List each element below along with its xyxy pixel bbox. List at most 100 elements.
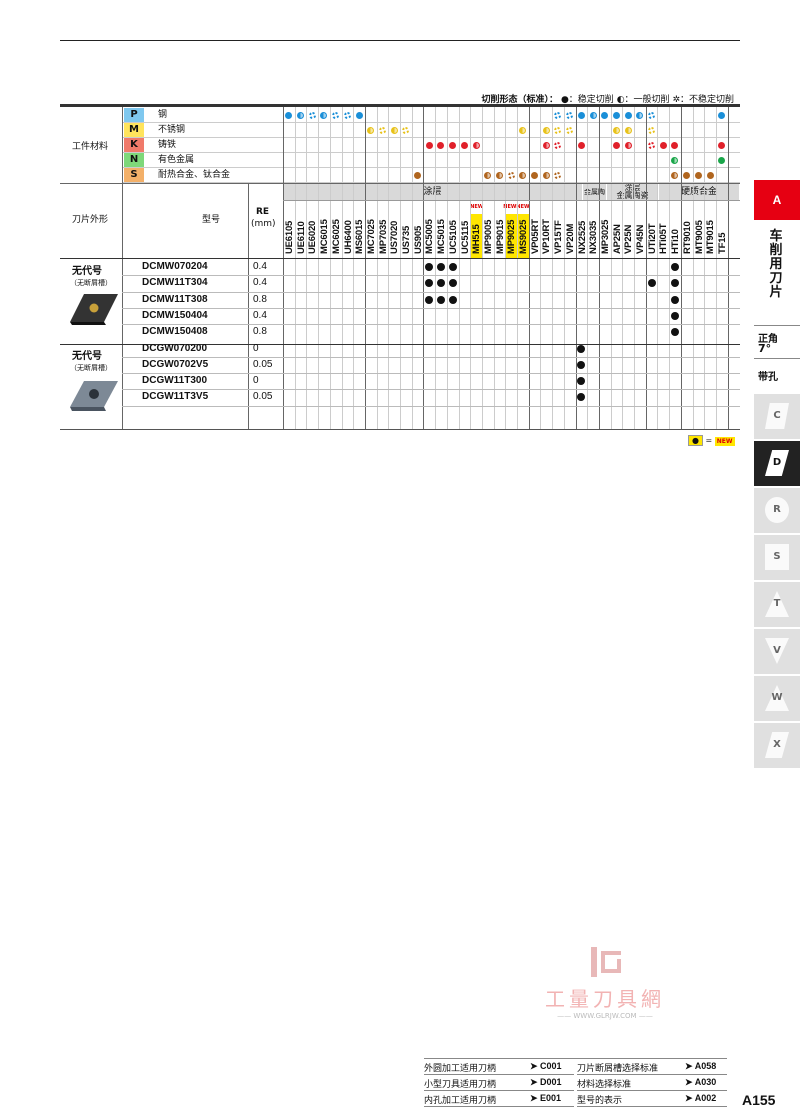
grade-mp9005: MP9005 xyxy=(483,210,494,310)
cutting-mark-m-vp25n xyxy=(624,127,632,134)
section-a-tab[interactable]: A xyxy=(754,180,800,220)
general-icon: ◐ xyxy=(616,95,625,105)
cutting-mark-k-uc5115 xyxy=(460,142,468,149)
shape-tab-c[interactable]: C xyxy=(754,393,800,439)
shape-tab-t[interactable]: T xyxy=(754,581,800,627)
cutting-mark-s-mp9025 xyxy=(507,172,515,179)
product-row-line xyxy=(122,275,740,277)
grade-label: US7020 xyxy=(389,220,401,254)
re-unit: (mm) xyxy=(251,219,276,229)
cutting-mark-s-ms9025 xyxy=(519,172,527,179)
cutting-mark-p-vp25n xyxy=(624,112,632,119)
shape-tab-s[interactable]: S xyxy=(754,534,800,580)
shape-tab-label: V xyxy=(773,645,781,656)
grade-label: NX3035 xyxy=(588,220,600,254)
model-dcgw0702v5: DCGW0702V5 xyxy=(142,358,209,370)
grade-label: HTi10 xyxy=(670,229,682,254)
grade-col-line xyxy=(283,107,284,429)
grade-col-line xyxy=(540,107,542,429)
grade-us7020: US7020 xyxy=(389,210,401,310)
stock-mark-dcmw070204-mc5015 xyxy=(436,263,445,271)
grade-col-line xyxy=(563,107,565,429)
sidebar-title: 车削用刀片 xyxy=(766,230,786,300)
shape-tab-label: R xyxy=(773,504,781,515)
grade-ue6105: UE6105 xyxy=(284,210,295,310)
grade-label: VP20M xyxy=(564,223,576,254)
ref-link-a058[interactable]: ➤ A058 xyxy=(685,1061,717,1071)
grade-label: MS9025 xyxy=(518,219,529,254)
stock-mark-dcmw150404-hti10 xyxy=(670,311,679,320)
grade-label: VP25N xyxy=(623,224,635,254)
cutting-mark-p-ap25n xyxy=(612,112,620,119)
grade-col-line xyxy=(318,107,320,429)
grade-col-line xyxy=(587,107,589,429)
material-name-n: 有色金属 xyxy=(158,155,195,165)
model-dcmw150404: DCMW150404 xyxy=(142,309,208,321)
shape-tab-d[interactable]: D xyxy=(754,440,800,486)
re-value: 0.4 xyxy=(253,277,267,289)
dcgw-insert-image xyxy=(70,381,118,411)
group-cermet-line2: 金属陶瓷 xyxy=(616,191,649,200)
material-code-n: N xyxy=(124,153,144,167)
cutting-legend: 切削形态（标准）： ●：稳定切削 ◐：一般切削 ✲：不稳定切削 xyxy=(482,92,734,105)
new-grade-highlight xyxy=(517,214,529,258)
grade-label: RT9010 xyxy=(681,221,693,254)
ref-link-c001[interactable]: ➤ C001 xyxy=(530,1061,562,1071)
grade-mp3025: MP3025 xyxy=(599,210,611,310)
grade-vp25n: VP25N xyxy=(623,210,635,310)
ref-link-a030[interactable]: ➤ A030 xyxy=(685,1077,717,1087)
grade-col-line xyxy=(329,107,331,429)
shape-tab-r[interactable]: R xyxy=(754,487,800,533)
stock-mark-dcgw070200-nx2525 xyxy=(577,344,586,353)
ref-link-a002[interactable]: ➤ A002 xyxy=(685,1093,717,1103)
material-row-line xyxy=(122,152,740,153)
cutting-mark-s-rt9010 xyxy=(683,172,691,179)
grade-col-line xyxy=(622,107,624,429)
cutting-mark-s-mp9005 xyxy=(484,172,492,179)
grade-col-line xyxy=(645,107,647,429)
stock-mark-dcmw11t308-uc5105 xyxy=(448,295,457,304)
ref-underline xyxy=(577,1106,727,1107)
shape-tab-v[interactable]: V xyxy=(754,628,800,674)
grade-us735: US735 xyxy=(401,210,412,310)
re-value: 0 xyxy=(253,342,259,354)
cutting-mark-p-ue6105 xyxy=(285,112,293,119)
grade-col-line xyxy=(493,107,495,429)
shape1-sub: （无断屑槽） xyxy=(70,279,112,287)
grade-rt9010: RT9010 xyxy=(681,210,693,310)
shape-tab-label: C xyxy=(773,410,781,421)
stable-icon: ● xyxy=(560,95,569,105)
model-dcmw11t304: DCMW11T304 xyxy=(142,277,208,289)
cutting-mark-k-ap25n xyxy=(612,142,620,149)
stock-mark-dcmw11t304-uti20t xyxy=(647,279,656,288)
ref-link-e001[interactable]: ➤ E001 xyxy=(530,1093,562,1103)
angle-label: 正角 xyxy=(758,334,778,345)
cutting-mark-m-ms9025 xyxy=(519,127,527,134)
stock-mark-dcmw070204-uc5105 xyxy=(448,263,457,271)
shape1-title: 无代号 xyxy=(72,266,102,277)
grade-col-line xyxy=(294,107,296,429)
grade-label: MP3025 xyxy=(599,219,611,254)
shape2-sub: （无断屑槽） xyxy=(70,364,112,372)
shape-tab-w[interactable]: W xyxy=(754,675,800,721)
grade-label: MC6015 xyxy=(319,219,331,254)
ref-label: 小型刀具适用刀柄 xyxy=(424,1080,497,1090)
shape-tab-x[interactable]: X xyxy=(754,722,800,768)
cutting-mark-m-ap25n xyxy=(612,127,620,134)
grade-mp7035: MP7035 xyxy=(378,210,389,310)
sidebar-title-char: 片 xyxy=(769,285,783,300)
hole-label: 带孔 xyxy=(758,372,778,383)
ref-underline xyxy=(424,1106,574,1107)
stock-mark-dcmw070204-hti10 xyxy=(670,263,679,271)
row-separator xyxy=(60,344,740,345)
cutting-mark-k-hti10 xyxy=(671,142,679,149)
ref-link-d001[interactable]: ➤ D001 xyxy=(530,1077,562,1087)
re-value: 0 xyxy=(253,375,259,387)
stock-mark-dcmw070204-mc5005 xyxy=(425,263,434,271)
grade-col-line xyxy=(341,107,343,429)
stock-mark-dcmw11t308-mc5005 xyxy=(425,295,434,304)
grade-label: VP15TF xyxy=(553,220,565,254)
grade-col-line xyxy=(400,107,401,429)
watermark: 工量刀具網 —— WWW.GLRJW.COM —— xyxy=(540,945,670,1020)
sidebar-title-char: 刀 xyxy=(769,271,783,286)
